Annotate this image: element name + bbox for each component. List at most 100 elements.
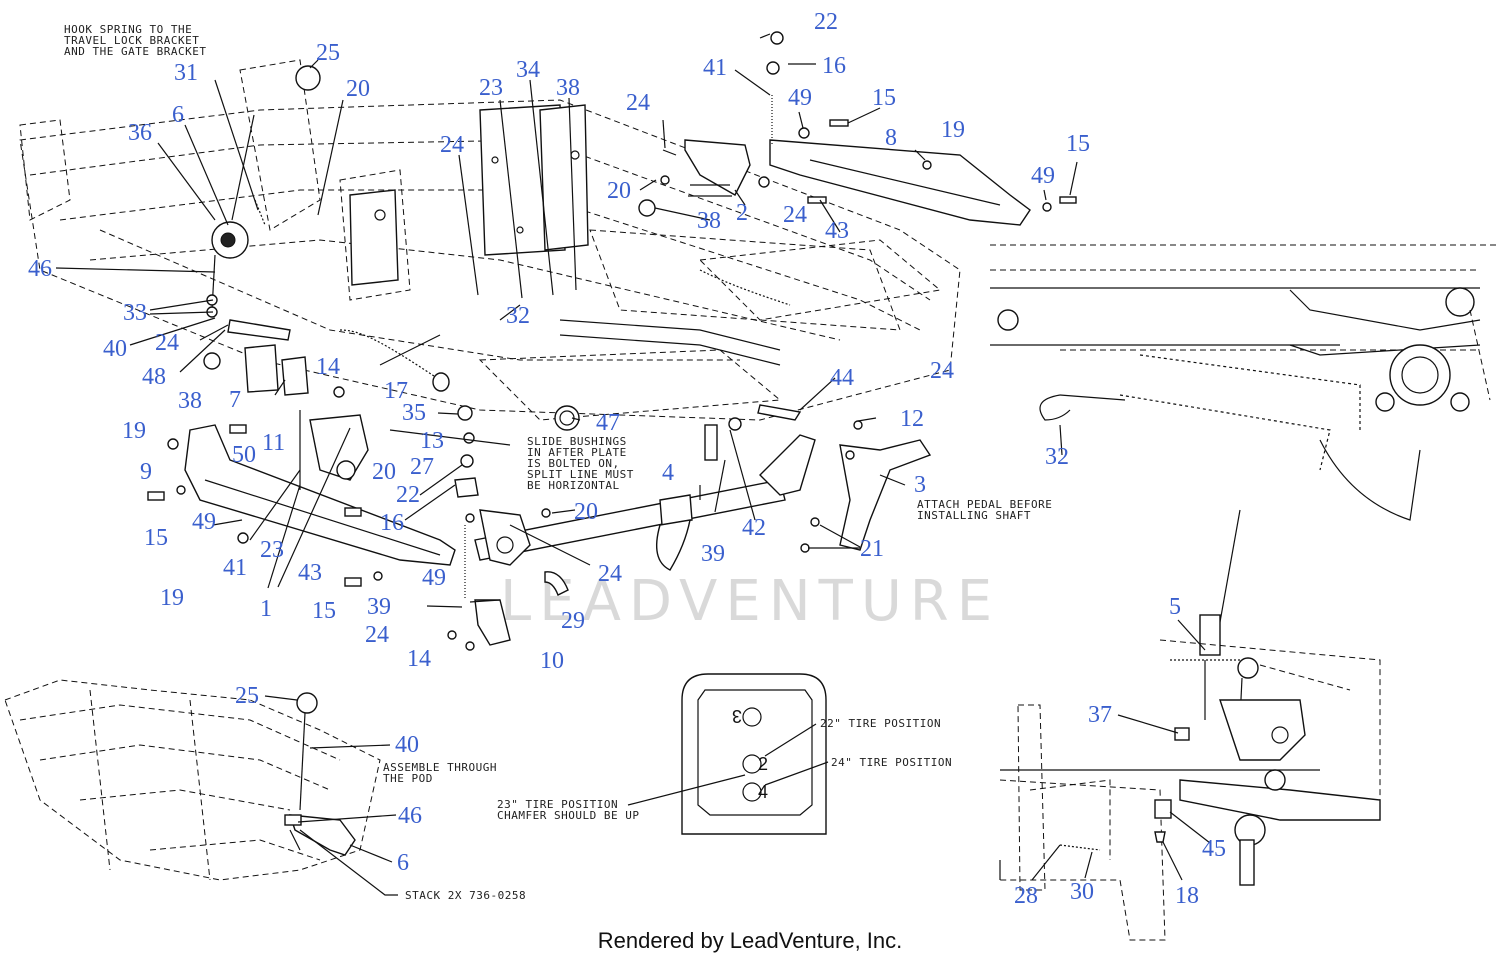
callout-25-top: 25	[316, 40, 340, 66]
callout-1: 1	[260, 596, 272, 622]
footer-credit: Rendered by LeadVenture, Inc.	[597, 928, 903, 953]
callout-49-bottom: 49	[422, 565, 446, 591]
callout-23-top: 23	[479, 75, 503, 101]
note-hook-spring-1: HOOK SPRING TO THE	[64, 23, 192, 36]
callout-24-left: 24	[155, 330, 179, 356]
callout-40-top: 40	[103, 336, 127, 362]
callout-38-center: 38	[556, 75, 580, 101]
callout-29: 29	[561, 608, 585, 634]
callout-24-bottom: 24	[365, 622, 389, 648]
note-stack: STACK 2X 736-0258	[405, 889, 526, 902]
callout-49-top: 49	[788, 85, 812, 111]
callout-43-bottom: 43	[298, 560, 322, 586]
note-hook-spring-3: AND THE GATE BRACKET	[64, 45, 206, 58]
callout-36: 36	[128, 120, 152, 146]
callout-39-mid: 39	[701, 541, 725, 567]
callout-24-shaft: 24	[598, 561, 622, 587]
callout-20-bottom: 20	[574, 499, 598, 525]
callout-27: 27	[410, 454, 434, 480]
callout-24-rail: 24	[783, 202, 807, 228]
callout-15-right: 15	[1066, 131, 1090, 157]
callout-19-bottom: 19	[160, 585, 184, 611]
callout-46-pod: 46	[398, 803, 422, 829]
callout-30: 30	[1070, 879, 1094, 905]
callout-49-right: 49	[1031, 163, 1055, 189]
note-slide-bushings-1: SLIDE BUSHINGS	[527, 435, 627, 448]
callout-22-top: 22	[814, 9, 838, 35]
callout-4: 4	[662, 460, 674, 486]
callout-33: 33	[123, 300, 147, 326]
detail-view-spring	[990, 244, 1500, 521]
front-rail-8	[638, 31, 1077, 226]
detail-view-pod	[4, 679, 381, 881]
callout-7: 7	[229, 387, 241, 413]
note-tire-24: 24" TIRE POSITION	[831, 756, 952, 769]
tire-position-plate: 3 2 4	[627, 673, 829, 835]
callout-15-bottom: 15	[312, 598, 336, 624]
callout-16-mid: 16	[380, 510, 404, 536]
note-hook-spring-2: TRAVEL LOCK BRACKET	[64, 34, 199, 47]
callout-38-top: 38	[697, 208, 721, 234]
callout-45: 45	[1202, 836, 1226, 862]
callout-2: 2	[736, 200, 748, 226]
callout-35: 35	[402, 400, 426, 426]
note-assemble-pod-2: THE POD	[383, 772, 433, 785]
plate-number-3: 3	[732, 706, 742, 726]
callout-34: 34	[516, 57, 540, 83]
callout-47: 47	[596, 410, 620, 436]
annotation-notes: HOOK SPRING TO THE TRAVEL LOCK BRACKET A…	[64, 23, 1052, 902]
callout-32-main: 32	[506, 303, 530, 329]
callout-40-pod: 40	[395, 732, 419, 758]
plate-number-4: 4	[758, 782, 768, 802]
callout-8: 8	[885, 125, 897, 151]
callout-22-mid: 22	[396, 482, 420, 508]
callout-38-left: 38	[178, 388, 202, 414]
callout-6-top: 6	[172, 102, 184, 128]
callout-41-top: 41	[703, 55, 727, 81]
callout-12: 12	[900, 406, 924, 432]
callout-18: 18	[1175, 883, 1199, 909]
callout-3: 3	[914, 472, 926, 498]
callout-14-bottom: 14	[407, 646, 431, 672]
callout-17: 17	[384, 378, 408, 404]
callout-15-left: 15	[144, 525, 168, 551]
callout-43-top: 43	[825, 218, 849, 244]
callout-50: 50	[232, 442, 256, 468]
note-tire-23-2: CHAMFER SHOULD BE UP	[497, 809, 639, 822]
callout-14-upper: 14	[316, 354, 340, 380]
detail-view-lever	[999, 509, 1381, 941]
callout-31: 31	[174, 60, 198, 86]
callout-24-right: 24	[930, 358, 954, 384]
plate-number-2: 2	[758, 754, 768, 774]
callout-20-top: 20	[607, 178, 631, 204]
callout-23-bottom: 23	[260, 537, 284, 563]
callout-16-top: 16	[822, 53, 846, 79]
note-attach-pedal-1: ATTACH PEDAL BEFORE	[917, 498, 1052, 511]
callout-48: 48	[142, 364, 166, 390]
note-slide-bushings-2: IN AFTER PLATE	[527, 446, 627, 459]
travel-lock-bracket	[203, 319, 309, 396]
note-tire-22: 22" TIRE POSITION	[820, 717, 941, 730]
callout-49-left: 49	[192, 509, 216, 535]
leader-lines	[55, 33, 1211, 896]
callout-13: 13	[420, 428, 444, 454]
note-slide-bushings-3: IS BOLTED ON,	[527, 457, 620, 470]
pedal-shaft	[389, 404, 932, 651]
callout-19-top: 19	[941, 117, 965, 143]
callout-25-pod: 25	[235, 683, 259, 709]
callout-15-top: 15	[872, 85, 896, 111]
frame-assembly	[19, 59, 961, 421]
shift-lever-upper	[206, 65, 321, 318]
callout-37: 37	[1088, 702, 1112, 728]
callout-28: 28	[1014, 883, 1038, 909]
callout-11: 11	[262, 430, 285, 456]
callout-39-bottom: 39	[367, 594, 391, 620]
callout-41-bottom: 41	[223, 555, 247, 581]
callout-9: 9	[140, 459, 152, 485]
callout-32-detail: 32	[1045, 444, 1069, 470]
callout-19-left: 19	[122, 418, 146, 444]
callout-44: 44	[830, 365, 854, 391]
watermark-text: LEADVENTURE	[500, 569, 1000, 634]
callout-24-top: 24	[626, 90, 650, 116]
